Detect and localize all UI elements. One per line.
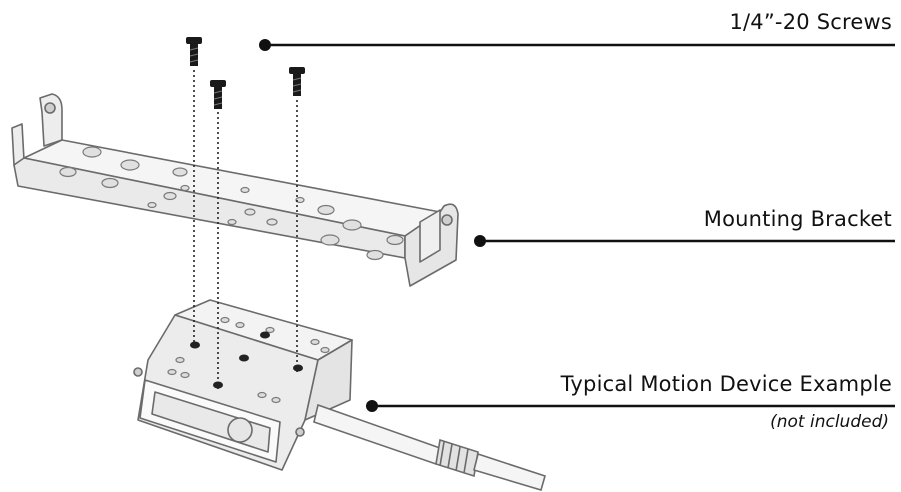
callout-label-device: Typical Motion Device Example bbox=[560, 372, 892, 396]
callout-leader-device bbox=[366, 400, 895, 412]
motion-device bbox=[133, 299, 353, 471]
screw-left bbox=[186, 37, 202, 66]
device-cable bbox=[313, 403, 546, 491]
screw-middle bbox=[210, 80, 226, 109]
mounting-bracket bbox=[11, 93, 459, 287]
callout-note-device: (not included) bbox=[770, 412, 889, 432]
alignment-guides bbox=[193, 70, 298, 390]
screw-right bbox=[289, 67, 305, 96]
callout-label-bracket: Mounting Bracket bbox=[703, 207, 892, 231]
callout-leader-bracket bbox=[474, 235, 895, 247]
callout-leader-screws bbox=[259, 39, 895, 51]
callout-label-screws: 1/4”-20 Screws bbox=[729, 10, 892, 34]
